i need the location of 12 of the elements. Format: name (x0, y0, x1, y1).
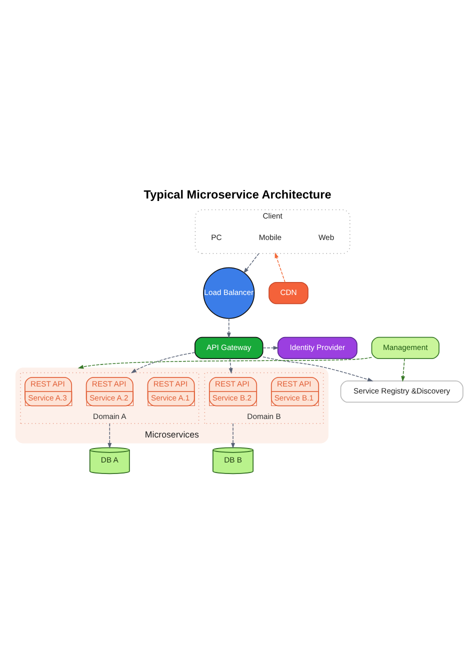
arrow (231, 422, 235, 448)
arrow (108, 422, 112, 448)
arrow (274, 252, 286, 282)
arrow (262, 356, 374, 381)
arrow (228, 358, 233, 374)
arrow (262, 345, 279, 350)
arrow (130, 352, 196, 373)
arrow (401, 358, 406, 382)
arrow (243, 252, 260, 273)
diagram-title: Typical Microservice Architecture (144, 187, 332, 202)
arrow (78, 356, 372, 368)
arrow (226, 318, 231, 338)
